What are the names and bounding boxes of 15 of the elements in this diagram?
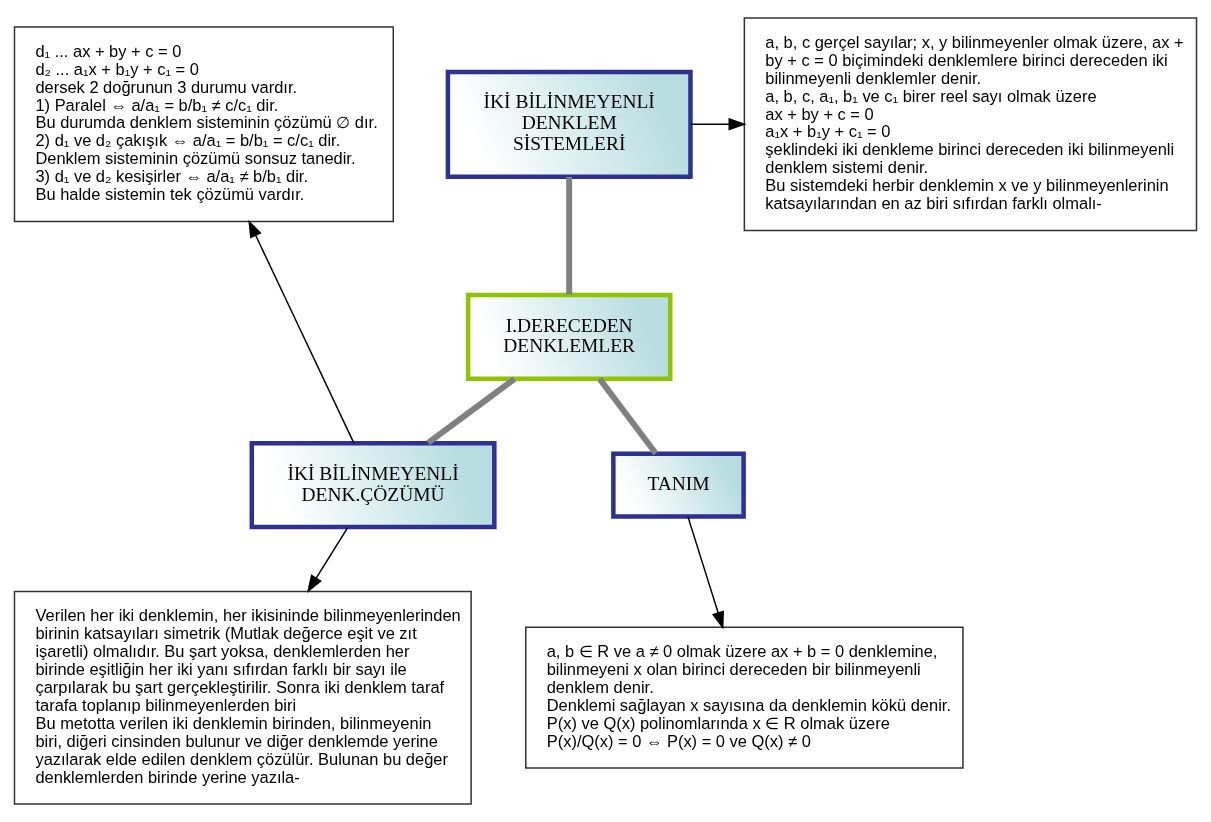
arrow: [248, 219, 355, 444]
node-box: İKİ BİLİNMEYENLİ DENK.ÇÖZÜMÜ: [249, 440, 497, 530]
arrow: [306, 526, 349, 593]
node-box: TANIM: [611, 451, 746, 519]
node-box: d₁ ... ax + by + c = 0 d₂ ... a₁x + b₁y + c₁ = 0 dersek 2 doğrunun 3 durumu vardır. 1) Paralel ⇔ a/a₁ = b/b₁ ≠ c/c₁ dir. Bu durumda denklem sisteminin çözümü ∅ dır. 2) d₁ ve d₂ çakışık ⇔ a/a₁ = b/b₁ = c/c₁ dir. Denklem sisteminin çözümü sonsuz tanedir. 3) d₁ ve d₂ kesişirler ⇔ a/a₁ ≠ b/b₁ dir. Bu halde sistemin tek çözümü vardır.: [13, 26, 394, 223]
arrow: [687, 515, 724, 630]
arrow: [689, 118, 747, 131]
node-box: İKİ BİLİNMEYENLİ DENKLEM SİSTEMLERİ: [445, 69, 693, 179]
node-box: Verilen her iki denklemin, her ikisininde bilinmeyenlerinden birinin katsayıları simetrik (Mutlak değerce eşit ve zıt işaretli) olmalıdır. Bu şart yoksa, denklemlerden her birinde eşitliğin her iki yanı sıfırdan farklı bir sayı ile çarpılarak bu şart gerçekleştirilir. Sonra iki denklem taraf tarafa toplanıp bilinmeyenlerden biri Bu metotta verilen iki denklemin birinden, bilinmeyenin biri, diğeri cinsinden bulunur ve diğer denklemde yerine yazılarak elde edilen denklem çözülür. Bulunan bu değer denklemlerden birinde yerine yazıla-: [13, 590, 472, 805]
connector: [597, 377, 659, 456]
node-box: a, b, c gerçel sayılar; x, y bilinmeyenler olmak üzere, ax + by + c = 0 biçimindeki denklemlere birinci dereceden iki bilinmeyenli denklemler denir. a, b, c, a₁, b₁ ve c₁ birer reel sayı olmak üzere ax + by + c = 0 a₁x + b₁y + c₁ = 0 şeklindeki iki denkleme birinci dereceden iki bilinmeyenli denklem sistemi denir. Bu sistemdeki herbir denklemin x ve y bilinmeyenlerinin katsayılarından en az biri sıfırdan farklı olmalı-: [743, 17, 1198, 232]
connector: [426, 376, 517, 446]
node-box: I.DERECEDEN DENKLEMLER: [465, 292, 673, 382]
connector: [566, 177, 573, 295]
node-box: a, b ∈ R ve a ≠ 0 olmak üzere ax + b = 0 denklemine, bilinmeyeni x olan birinci dereceden bir bilinmeyenli denklem denir. Denklemi sağlayan x sayısına da denklemin kökü denir. P(x) ve Q(x) polinomlarında x ∈ R olmak üzere P(x)/Q(x) = 0 ⇔ P(x) = 0 ve Q(x) ≠ 0: [525, 626, 964, 769]
